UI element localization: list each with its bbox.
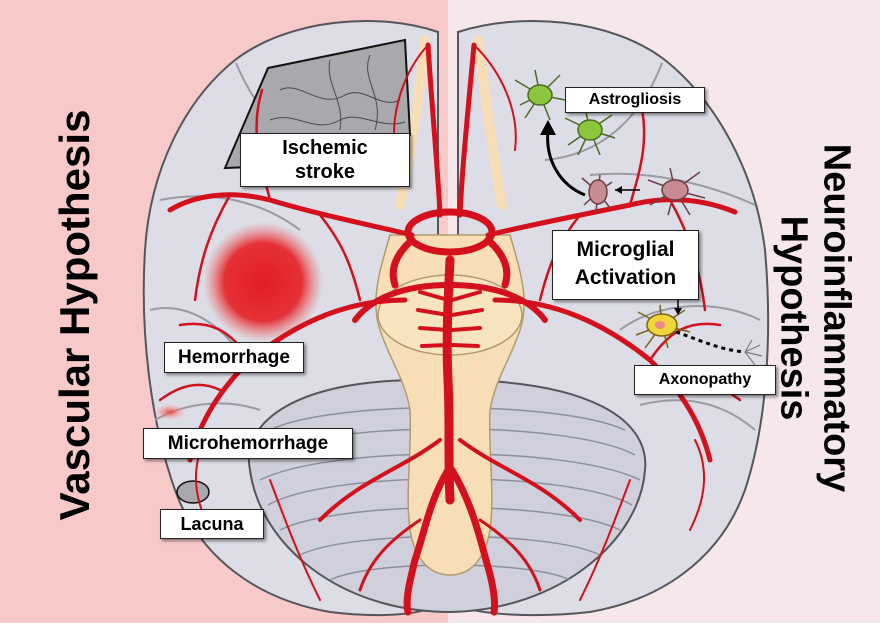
microglial-activation-label-line2: Activation bbox=[553, 264, 698, 292]
axonopathy-label: Axonopathy bbox=[634, 365, 776, 395]
lacuna-label: Lacuna bbox=[160, 509, 264, 539]
ischemic-stroke-label-line1: Ischemic bbox=[241, 136, 409, 160]
hemorrhage-label: Hemorrhage bbox=[164, 342, 304, 373]
microhemorrhage-spot bbox=[154, 404, 186, 420]
microglial-activation-label-line1: Microglial bbox=[553, 236, 698, 264]
vascular-hypothesis-title: Vascular Hypothesis bbox=[54, 110, 96, 521]
ischemic-stroke-label: Ischemic stroke bbox=[240, 133, 410, 187]
microhemorrhage-label: Microhemorrhage bbox=[143, 428, 353, 459]
microglial-activation-label: Microglial Activation bbox=[552, 230, 699, 300]
neuroinflammatory-title-line1: Neuroinflammatory bbox=[815, 144, 858, 492]
neuroinflammatory-title-line2: Hypothesis bbox=[772, 144, 815, 492]
neuroinflammatory-hypothesis-title: Neuroinflammatory Hypothesis bbox=[772, 144, 857, 492]
ischemic-stroke-label-line2: stroke bbox=[241, 160, 409, 184]
astrogliosis-label: Astrogliosis bbox=[565, 87, 705, 113]
lacuna-oval bbox=[177, 481, 209, 503]
